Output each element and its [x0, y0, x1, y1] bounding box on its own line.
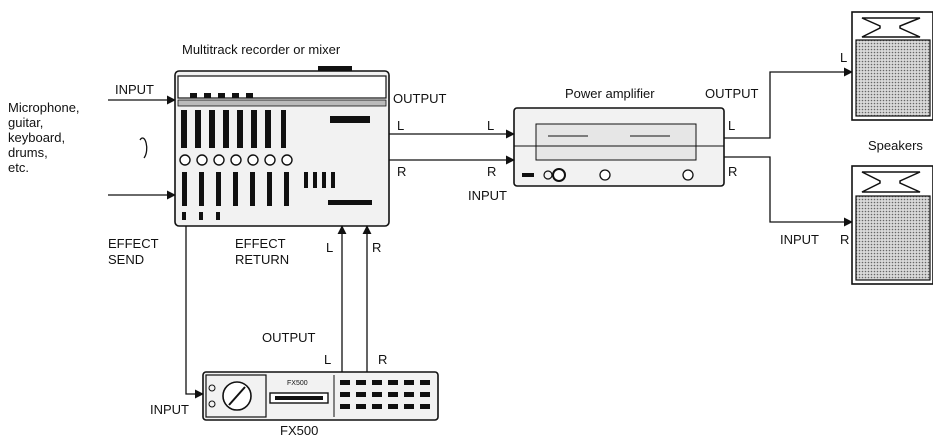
fx-buttons	[340, 380, 430, 409]
amp-out-l-line	[724, 67, 853, 139]
speaker-left	[851, 11, 933, 121]
recorder-output-label: OUTPUT	[393, 91, 447, 106]
speakers-label: Speakers	[868, 138, 923, 153]
amp-in-l: L	[487, 118, 494, 133]
recorder-title: Multitrack recorder or mixer	[182, 42, 341, 57]
effect-send-line	[185, 226, 204, 399]
return-l-label: L	[326, 240, 333, 255]
amp-out-l: L	[728, 118, 735, 133]
signal-lines	[108, 67, 853, 399]
amp-in-r: R	[487, 164, 496, 179]
amp-input-label: INPUT	[468, 188, 507, 203]
amp-out-r-line	[724, 156, 853, 227]
speaker-r-label: R	[840, 232, 849, 247]
fx-out-r: R	[378, 352, 387, 367]
speaker-right	[851, 165, 933, 285]
lower-faders	[182, 172, 289, 206]
fx-name-label: FX500	[280, 423, 318, 438]
source-line-2: guitar,	[8, 115, 43, 130]
master-faders	[304, 172, 335, 188]
knobs-row	[179, 154, 293, 166]
source-line-3: keyboard,	[8, 130, 65, 145]
fx-out-l: L	[324, 352, 331, 367]
source-line-1: Microphone,	[8, 100, 80, 115]
return-r-label: R	[372, 240, 381, 255]
recorder-out-r: R	[397, 164, 406, 179]
fx500-unit: FX500	[202, 371, 439, 421]
speaker-l-label: L	[840, 50, 847, 65]
effect-return-line-1: EFFECT	[235, 236, 286, 251]
effect-send-line-1: EFFECT	[108, 236, 159, 251]
amp-title: Power amplifier	[565, 86, 655, 101]
squiggle-icon	[139, 137, 148, 159]
effect-return-line-2: RETURN	[235, 252, 289, 267]
fx-output-label: OUTPUT	[262, 330, 316, 345]
source-line-4: drums,	[8, 145, 48, 160]
power-amplifier	[513, 107, 725, 187]
multitrack-recorder	[174, 66, 390, 227]
source-line-5: etc.	[8, 160, 29, 175]
fx-panel-label: FX500	[287, 380, 308, 387]
amp-output-label: OUTPUT	[705, 86, 759, 101]
speaker-input-label: INPUT	[780, 232, 819, 247]
recorder-input-label: INPUT	[115, 82, 154, 97]
upper-faders	[181, 110, 286, 148]
amp-out-r: R	[728, 164, 737, 179]
fx-input-label: INPUT	[150, 402, 189, 417]
recorder-out-l: L	[397, 118, 404, 133]
effect-send-line-2: SEND	[108, 252, 144, 267]
